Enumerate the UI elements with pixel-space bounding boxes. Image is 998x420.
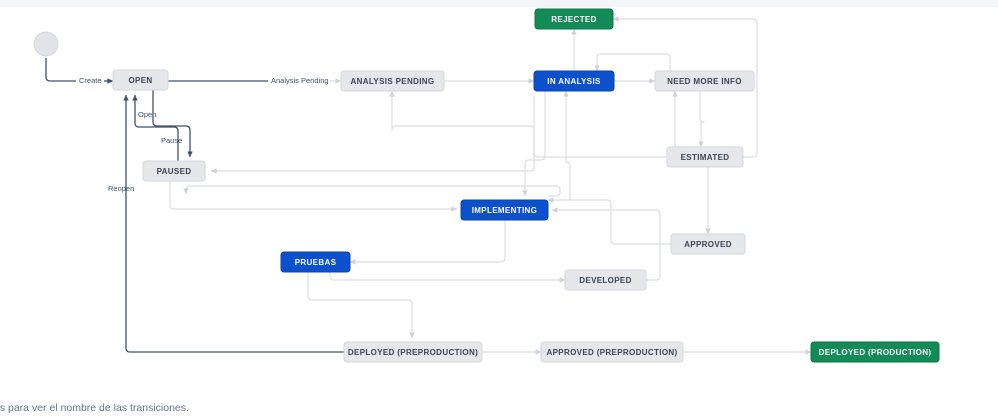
edge-implementing-to-pruebas <box>349 220 506 265</box>
edge-estimated-left-to-analysis-pending <box>389 90 667 158</box>
node-need-more-info[interactable]: NEED MORE INFO <box>654 70 755 92</box>
node-approved[interactable]: APPROVED <box>670 233 746 255</box>
edge-implementing-to-paused <box>183 185 561 197</box>
edge-estimated-to-rejected <box>612 16 758 158</box>
transition-label-open: Open <box>138 110 156 119</box>
edge-paused-to-implementing <box>169 181 458 212</box>
transition-label-create: Create <box>79 76 102 85</box>
edge-open-to-paused <box>152 90 193 158</box>
edges-dark-group <box>45 58 344 353</box>
node-pruebas[interactable]: PRUEBAS <box>280 251 351 273</box>
transition-label-reopen: Reopen <box>108 184 134 193</box>
node-estimated[interactable]: ESTIMATED <box>666 146 744 168</box>
edge-pruebas-to-developed <box>329 272 566 283</box>
node-rejected[interactable]: REJECTED <box>534 8 614 30</box>
start-node-circle[interactable] <box>33 31 59 57</box>
transition-label-pause: Pause <box>161 136 182 145</box>
edge-paused-to-open <box>132 94 179 161</box>
edge-need-more-info-to-in-analysis <box>594 53 671 72</box>
diagram-caption-text: os para ver el nombre de las transicione… <box>0 402 189 414</box>
edge-need-more-info-to-estimated <box>698 91 705 148</box>
node-approved-preproduction[interactable]: APPROVED (PREPRODUCTION) <box>540 341 684 363</box>
edge-reopen-to-open <box>123 94 344 353</box>
node-in-analysis[interactable]: IN ANALYSIS <box>533 70 615 92</box>
edge-in-analysis-to-implementing <box>522 91 546 197</box>
edge-start-to-open <box>45 58 76 82</box>
node-deployed-production[interactable]: DEPLOYED (PRODUCTION) <box>810 341 940 363</box>
node-open[interactable]: OPEN <box>112 69 169 91</box>
transition-labels-group: Create Open Pause Reopen Analysis Pendin… <box>79 76 329 193</box>
diagram-caption: os para ver el nombre de las transicione… <box>0 402 998 414</box>
transition-label-analysis-pending: Analysis Pending <box>271 76 329 85</box>
top-toolbar-strip <box>0 0 998 7</box>
edge-developed-to-implementing <box>551 207 661 281</box>
node-developed[interactable]: DEVELOPED <box>564 269 647 291</box>
node-implementing[interactable]: IMPLEMENTING <box>460 199 549 221</box>
edge-implementing-to-in-analysis <box>563 90 571 200</box>
edge-in-analysis-to-paused <box>210 96 535 174</box>
node-analysis-pending[interactable]: ANALYSIS PENDING <box>340 70 445 92</box>
edges-light-group <box>168 16 812 355</box>
edge-pruebas-to-deployed-preproduction <box>307 272 415 339</box>
edge-approved-to-implementing <box>547 197 671 245</box>
node-deployed-preproduction[interactable]: DEPLOYED (PREPRODUCTION) <box>343 341 483 363</box>
node-paused[interactable]: PAUSED <box>142 160 206 182</box>
